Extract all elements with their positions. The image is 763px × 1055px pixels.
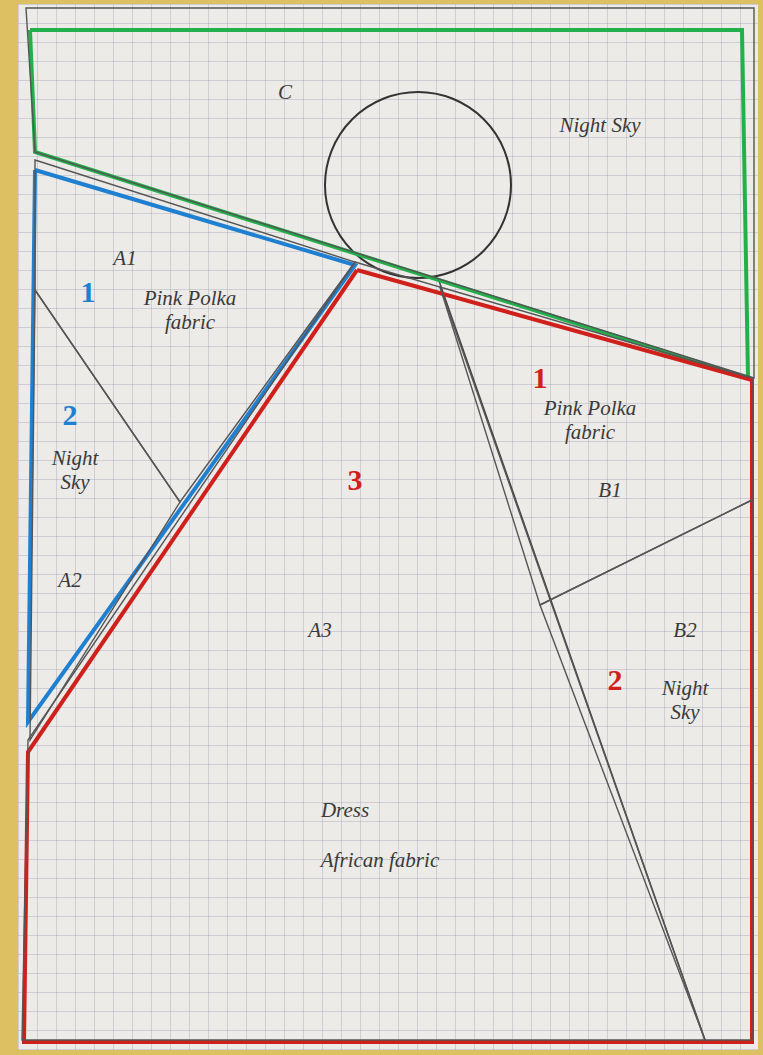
pattern-piece: Night SkyA2 bbox=[30, 290, 180, 740]
text-holder: Night Sky bbox=[559, 113, 640, 137]
piece-label: B2 bbox=[673, 618, 696, 642]
piece-outline bbox=[26, 8, 754, 378]
piece-outline-shape bbox=[440, 287, 752, 605]
blue-outline bbox=[28, 170, 355, 722]
piece-label: Night Sky bbox=[559, 113, 640, 137]
text-holder: 1 bbox=[81, 277, 96, 307]
piece-label: A3 bbox=[308, 618, 331, 642]
text-holder: African fabric bbox=[321, 848, 439, 872]
piece-outline-shape bbox=[26, 8, 754, 378]
piece-label: Dress bbox=[321, 798, 369, 822]
text-holder: Dress bbox=[321, 798, 369, 822]
text-holder: B2 bbox=[673, 618, 696, 642]
text-holder: C bbox=[278, 80, 292, 104]
graph-paper bbox=[18, 4, 758, 1050]
text-holder: A2 bbox=[58, 568, 81, 592]
text-holder: 1 bbox=[533, 363, 548, 393]
piece-label: B1 bbox=[598, 478, 621, 502]
piece-outline bbox=[540, 500, 752, 1040]
pattern-piece: B2Night Sky bbox=[540, 500, 752, 1040]
piece-label: Pink Polka fabric bbox=[534, 396, 646, 444]
callout-number: 1 bbox=[533, 363, 548, 393]
red-outline bbox=[24, 270, 752, 1042]
piece-label: A2 bbox=[58, 568, 81, 592]
piece-label: Pink Polka fabric bbox=[134, 286, 246, 334]
green-outline bbox=[30, 30, 748, 378]
pattern-piece: C Night Sky bbox=[26, 8, 754, 378]
callout-number: 2 bbox=[63, 400, 78, 430]
text-holder: Night Sky bbox=[649, 676, 721, 724]
text-holder: 2 bbox=[63, 400, 78, 430]
piece-outline-shape bbox=[22, 262, 705, 1040]
text-holder: 3 bbox=[348, 465, 363, 495]
pattern-piece: A3DressAfrican fabric bbox=[22, 262, 705, 1040]
callout-number: 1 bbox=[81, 277, 96, 307]
moon-circle bbox=[325, 92, 511, 278]
callout-number: 2 bbox=[608, 665, 623, 695]
piece-outline-shape bbox=[540, 500, 752, 1040]
text-holder: A3 bbox=[308, 618, 331, 642]
piece-outline bbox=[30, 290, 180, 740]
piece-label: C bbox=[278, 80, 292, 104]
callout-number: 3 bbox=[348, 465, 363, 495]
text-holder: Night Sky bbox=[44, 446, 106, 494]
text-holder: Pink Polka fabric bbox=[134, 286, 246, 334]
piece-outline bbox=[22, 262, 705, 1040]
piece-outline-shape bbox=[30, 290, 180, 740]
text-holder: A1 bbox=[113, 246, 136, 270]
text-holder: B1 bbox=[598, 478, 621, 502]
piece-label: A1 bbox=[113, 246, 136, 270]
text-holder: 2 bbox=[608, 665, 623, 695]
piece-outline bbox=[440, 287, 752, 605]
text-holder: Pink Polka fabric bbox=[534, 396, 646, 444]
piece-label: Night Sky bbox=[44, 446, 106, 494]
piece-label: Night Sky bbox=[649, 676, 721, 724]
piece-label: African fabric bbox=[321, 848, 439, 872]
pattern-piece: Pink Polka fabricB1 bbox=[440, 287, 752, 605]
